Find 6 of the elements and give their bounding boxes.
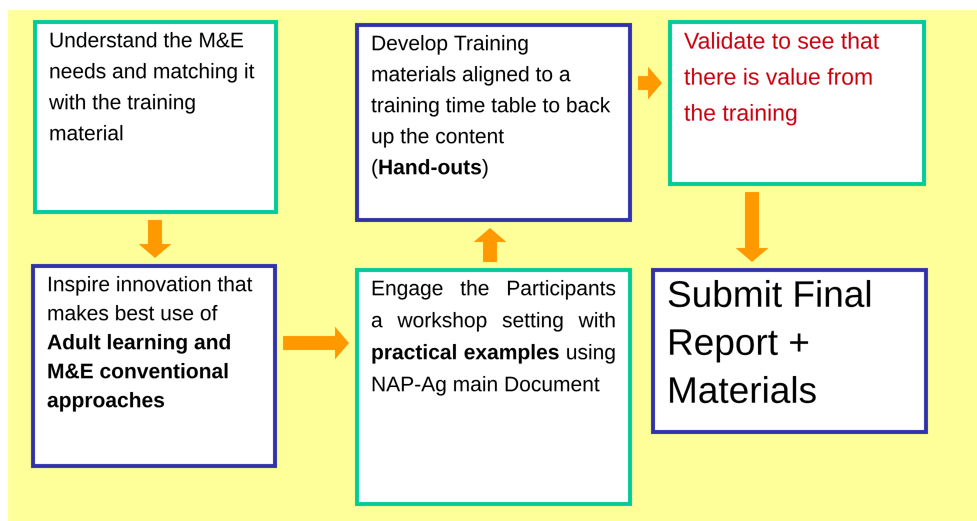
process-box: Validate to see that there is value from the training <box>668 20 926 186</box>
process-box: Develop Training materials aligned to a training time table to back up the content (Hand-outs) <box>355 23 632 222</box>
process-box: Submit Final Report + Materials <box>651 268 928 434</box>
process-box: Understand the M&E needs and matching it with the training material <box>33 20 278 214</box>
process-box: Engage the Participants a workshop setting with practical examples using NAP-Ag main Document <box>355 268 632 506</box>
process-box: Inspire innovation that makes best use of Adult learning and M&E conventional approaches <box>31 264 277 468</box>
